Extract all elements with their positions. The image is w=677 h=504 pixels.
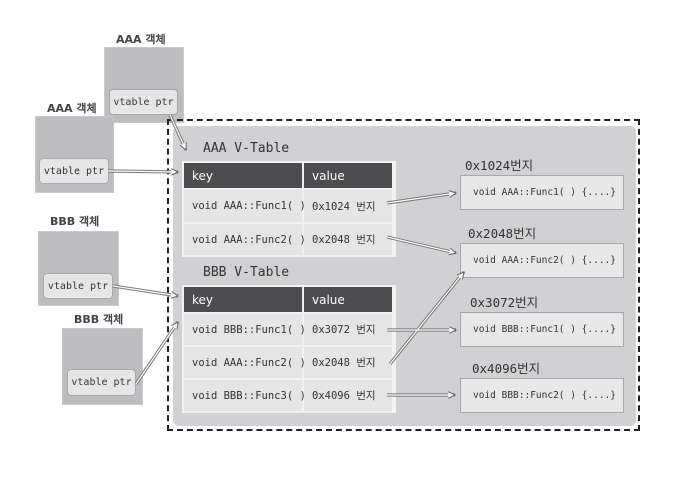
address-label-4: 0x4096번지 [472, 361, 541, 376]
vtable-title-aaa: AAA V-Table [203, 141, 290, 156]
row-key: void AAA::Func2( ) [184, 347, 306, 378]
row-value: 0x4096 번지 [304, 380, 392, 411]
object-label-aaa-1: AAA 객체 [116, 33, 166, 46]
memory-region-frame [167, 119, 640, 431]
vtable-title-bbb: BBB V-Table [203, 265, 290, 280]
header-value: value [304, 287, 392, 312]
object-label-bbb-1: BBB 객체 [50, 215, 100, 228]
object-label-bbb-2: BBB 객체 [74, 313, 124, 326]
row-value: 0x3072 번지 [304, 314, 392, 345]
object-box-aaa-2: vtable ptr [35, 116, 114, 193]
row-key: void AAA::Func1( ) [184, 190, 306, 222]
table-row: void AAA::Func1( ) 0x1024 번지 [184, 188, 394, 222]
vtable-aaa: key value void AAA::Func1( ) 0x1024 번지 v… [182, 161, 396, 257]
row-value: 0x2048 번지 [304, 224, 392, 255]
table-row: void BBB::Func3( ) 0x4096 번지 [184, 378, 394, 411]
address-label-2: 0x2048번지 [468, 226, 537, 241]
vtable-ptr-aaa-2: vtable ptr [39, 158, 109, 184]
row-key: void BBB::Func3( ) [184, 380, 306, 411]
vtable-header-row: key value [184, 287, 394, 312]
table-row: void BBB::Func1( ) 0x3072 번지 [184, 312, 394, 345]
vtable-header-row: key value [184, 163, 394, 188]
object-label-aaa-2: AAA 객체 [47, 102, 97, 115]
object-box-bbb-1: vtable ptr [38, 231, 119, 306]
vtable-ptr-aaa-1: vtable ptr [109, 89, 178, 115]
header-value: value [304, 163, 392, 188]
function-box-aaa-func1: void AAA::Func1( ) {....} [460, 175, 624, 210]
header-key: key [184, 287, 304, 312]
row-key: void AAA::Func2( ) [184, 224, 306, 255]
function-box-aaa-func2: void AAA::Func2( ) {....} [460, 243, 624, 278]
address-label-3: 0x3072번지 [470, 295, 539, 310]
vtable-ptr-bbb-2: vtable ptr [67, 369, 136, 396]
function-box-bbb-func1: void BBB::Func1( ) {....} [460, 312, 624, 347]
table-row: void AAA::Func2( ) 0x2048 번지 [184, 222, 394, 255]
object-box-aaa-1: vtable ptr [104, 47, 184, 123]
address-label-1: 0x1024번지 [465, 158, 534, 173]
vtable-ptr-bbb-1: vtable ptr [43, 273, 113, 299]
row-value: 0x1024 번지 [304, 190, 392, 222]
vtable-bbb: key value void BBB::Func1( ) 0x3072 번지 v… [182, 285, 396, 413]
object-box-bbb-2: vtable ptr [62, 328, 143, 405]
function-box-bbb-func2: void BBB::Func2( ) {....} [460, 378, 624, 413]
table-row: void AAA::Func2( ) 0x2048 번지 [184, 345, 394, 378]
row-key: void BBB::Func1( ) [184, 314, 306, 345]
row-value: 0x2048 번지 [304, 347, 392, 378]
header-key: key [184, 163, 304, 188]
